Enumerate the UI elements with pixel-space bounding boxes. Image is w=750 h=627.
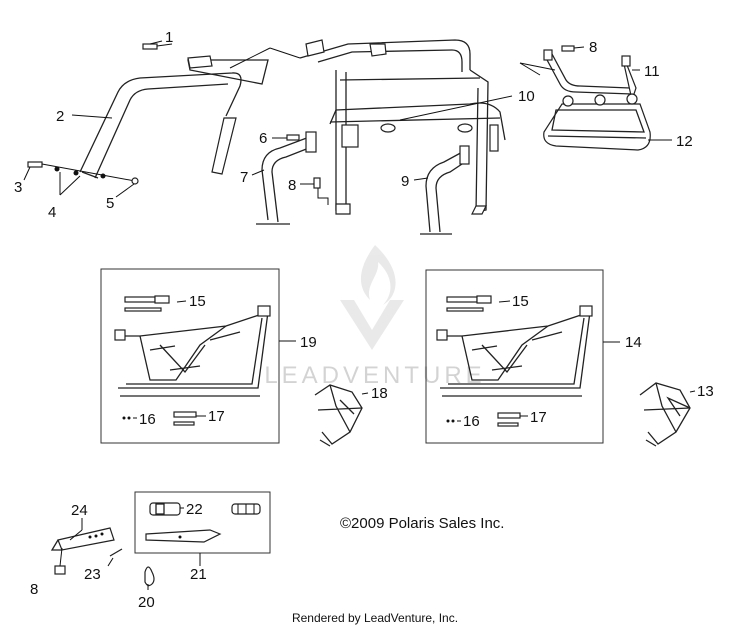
callout-19: 19 xyxy=(300,334,317,351)
part-24-bracket xyxy=(50,518,115,551)
callout-8-bottom: 8 xyxy=(30,581,38,598)
callout-labels: 1 2 3 4 5 6 7 8 8 8 9 10 11 12 13 14 15 … xyxy=(14,29,714,611)
callout-12: 12 xyxy=(676,133,693,150)
kit-box-21 xyxy=(134,491,271,554)
callout-18: 18 xyxy=(371,385,388,402)
callout-14: 14 xyxy=(625,334,642,351)
footer-text: Rendered by LeadVenture, Inc. xyxy=(292,611,458,625)
kit-box-19 xyxy=(100,268,280,444)
watermark-text: LEADVENTURE xyxy=(264,362,485,389)
callout-11: 11 xyxy=(644,63,660,80)
part-6-bolt xyxy=(286,134,300,141)
callout-3: 3 xyxy=(14,179,22,196)
part-3-4-5-hardware xyxy=(27,161,139,185)
callout-16-right: 16 xyxy=(463,413,480,430)
callout-6: 6 xyxy=(259,130,267,147)
copyright-text: ©2009 Polaris Sales Inc. xyxy=(340,515,504,532)
callout-22: 22 xyxy=(186,501,203,518)
part-9-brace xyxy=(420,145,470,235)
callout-15-right: 15 xyxy=(512,293,529,310)
callout-16-left: 16 xyxy=(139,411,156,428)
callout-9: 9 xyxy=(401,173,409,190)
top-leader-lines xyxy=(23,40,672,198)
part-8-bolt-middle xyxy=(313,177,329,205)
part-10-main-cage xyxy=(229,39,506,215)
callout-24: 24 xyxy=(71,502,88,519)
callout-7: 7 xyxy=(240,169,248,186)
callout-10: 10 xyxy=(518,88,535,105)
callout-21: 21 xyxy=(190,566,207,583)
part-8-bolt-top xyxy=(561,45,575,52)
part-8-bolt-bottom xyxy=(54,547,66,575)
callout-1: 1 xyxy=(165,29,173,46)
callout-8-middle: 8 xyxy=(288,177,296,194)
callout-20: 20 xyxy=(138,594,155,611)
callout-13: 13 xyxy=(697,383,714,400)
watermark-logo: LEADVENTURE xyxy=(264,245,485,389)
part-23-pin xyxy=(107,548,123,567)
part-20-clamp xyxy=(144,566,155,590)
part-7-brace xyxy=(256,131,317,225)
part-2-roll-bar xyxy=(79,55,269,179)
part-18-frame xyxy=(314,384,369,447)
part-12-bag xyxy=(519,62,651,151)
callout-17-right: 17 xyxy=(530,409,547,426)
callout-17-left: 17 xyxy=(208,408,225,425)
part-11-bar xyxy=(543,49,637,103)
kit-box-14 xyxy=(425,269,604,444)
callout-4: 4 xyxy=(48,204,56,221)
callout-8-top: 8 xyxy=(589,39,597,56)
callout-23: 23 xyxy=(84,566,101,583)
callout-15-left: 15 xyxy=(189,293,206,310)
callout-2: 2 xyxy=(56,108,64,125)
callout-5: 5 xyxy=(106,195,114,212)
part-13-frame xyxy=(639,382,696,447)
